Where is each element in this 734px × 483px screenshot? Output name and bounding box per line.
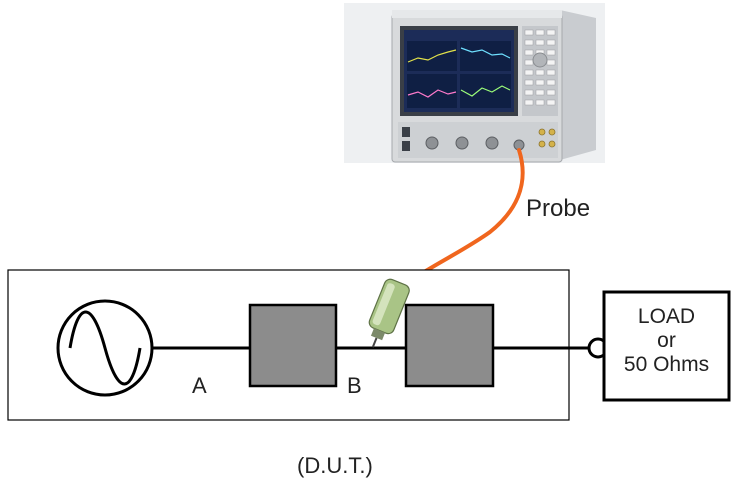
dut-label: (D.U.T.) (297, 453, 373, 478)
probe-cable (403, 148, 525, 287)
load-label-line2: or (657, 329, 676, 352)
ac-source-icon (56, 299, 154, 397)
circuit-block-2 (404, 303, 495, 388)
probe-label: Probe (526, 195, 591, 222)
probe-tip-icon (368, 278, 410, 348)
load-label-line1: LOAD (637, 305, 696, 328)
network-analyzer-instrument (344, 3, 605, 163)
node-a-label: A (192, 373, 207, 398)
load-label: LOAD or 50 Ohms (604, 305, 729, 377)
load-label-line3: 50 Ohms (623, 353, 710, 376)
circuit-block-1 (248, 303, 338, 388)
load-box (602, 290, 731, 402)
analyzer-screen (404, 30, 514, 112)
node-b-label: B (347, 373, 362, 398)
